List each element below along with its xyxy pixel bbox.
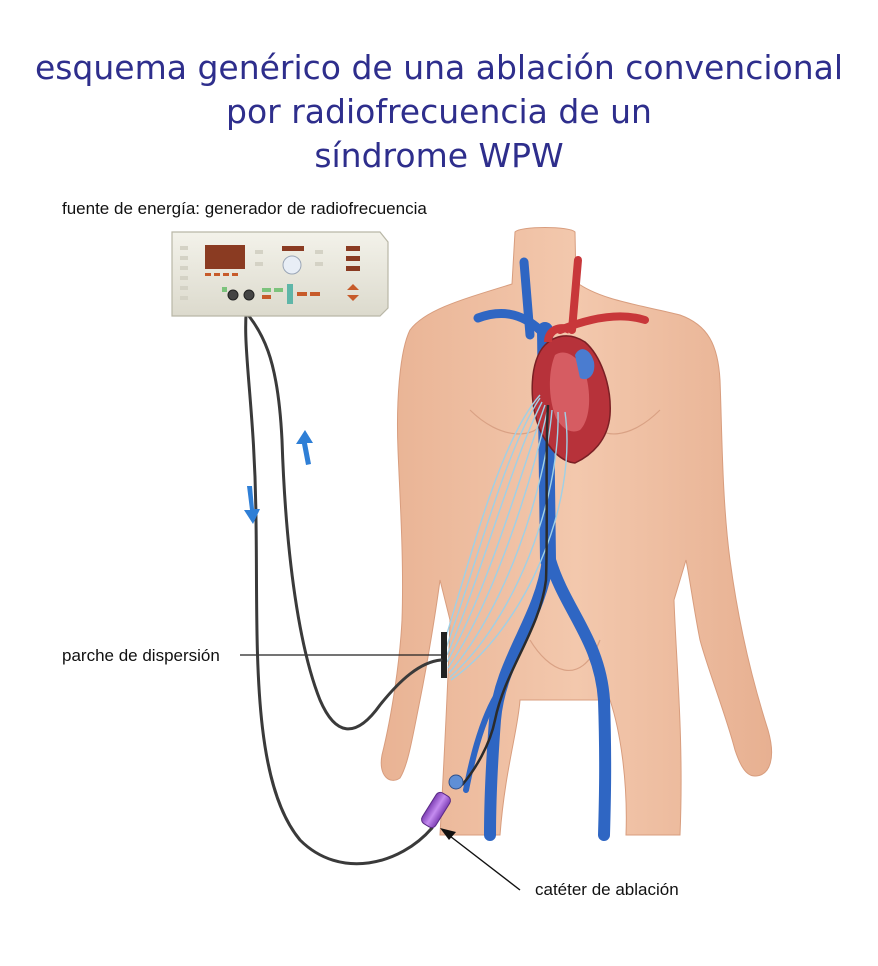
diagram-title: esquema genérico de una ablación convenc… xyxy=(0,46,878,178)
catheter-pointer-arrow xyxy=(440,828,521,891)
title-line-1: esquema genérico de una ablación convenc… xyxy=(34,48,844,87)
rf-generator-device xyxy=(171,231,389,317)
catheter-handle xyxy=(421,774,464,829)
ablation-catheter-label: catéter de ablación xyxy=(535,880,679,899)
human-body xyxy=(380,227,772,836)
catheter-in-vein xyxy=(461,404,550,786)
dispersion-patch-label: parche de dispersión xyxy=(62,646,220,665)
dispersion-patch xyxy=(441,632,447,678)
energy-source-label: fuente de energía: generador de radiofre… xyxy=(62,199,427,218)
current-down-arrow xyxy=(244,486,260,524)
cables xyxy=(231,296,443,866)
current-up-arrow xyxy=(296,430,313,465)
title-line-3: síndrome WPW xyxy=(314,136,564,175)
heart-illustration xyxy=(531,324,611,464)
title-line-2: por radiofrecuencia de un xyxy=(226,92,652,131)
